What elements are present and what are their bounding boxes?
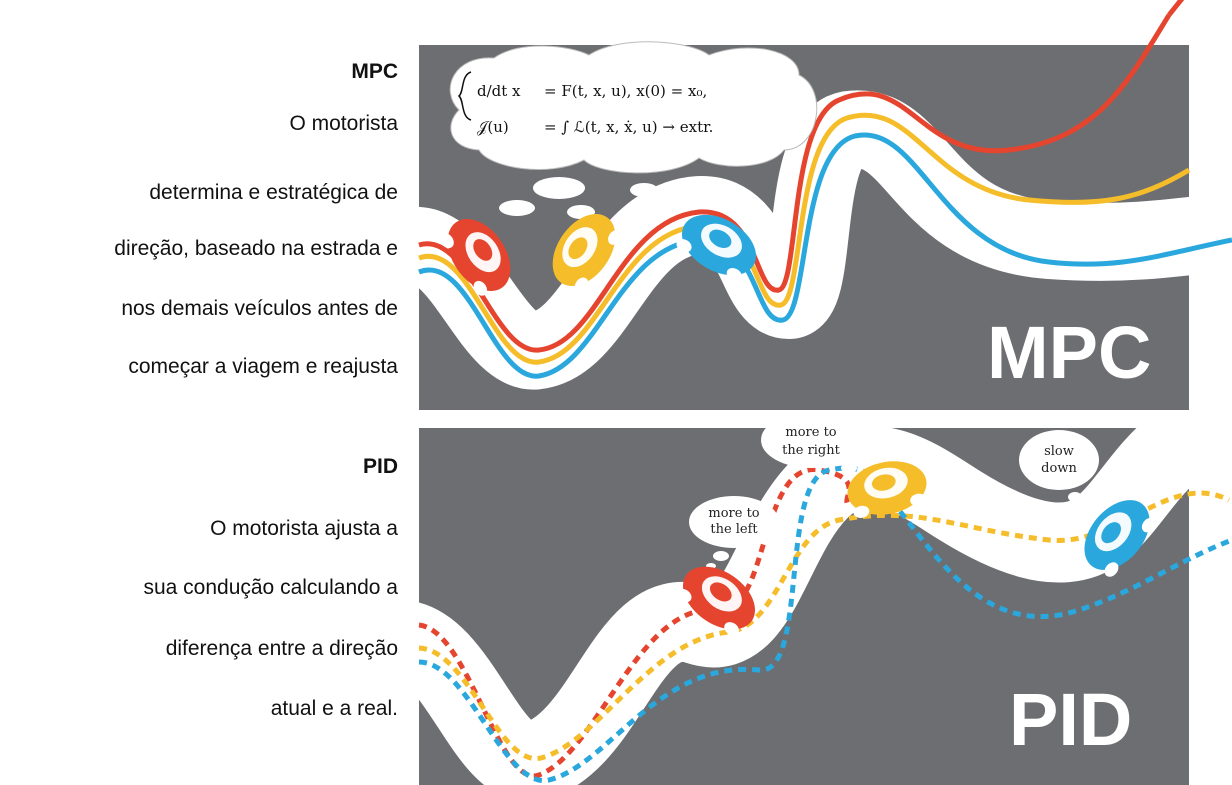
mpc-equation-line1-lhs: d/dt x — [477, 82, 521, 100]
mpc-heading: MPC — [351, 60, 398, 83]
explanation-column: MPC O motorista determina e estratégica … — [0, 0, 400, 785]
pid-text-line: atual e a real. — [270, 697, 398, 720]
mpc-panel-label: MPC — [987, 311, 1151, 394]
pid-text-line: sua condução calculando a — [143, 576, 398, 599]
bubble-slow-line1: slow — [1044, 444, 1074, 459]
mpc-text-line: determina e estratégica de — [149, 181, 398, 204]
mpc-panel: d/dt x = F(t, x, u), x(0) = x₀, 𝒥(u) = ∫… — [418, 0, 1232, 410]
mpc-red-trajectory — [418, 13, 1172, 353]
bubble-right-line1: more to — [785, 425, 836, 440]
mpc-equation-line2-rhs: = ∫ ℒ(t, x, ẋ, u) → extr. — [544, 118, 713, 136]
mpc-thought-bubble: d/dt x = F(t, x, u), x(0) = x₀, 𝒥(u) = ∫… — [449, 41, 818, 219]
mpc-equation-line2-lhs: 𝒥(u) — [477, 118, 509, 136]
mpc-pid-illustration: d/dt x = F(t, x, u), x(0) = x₀, 𝒥(u) = ∫… — [399, 0, 1232, 785]
bubble-slow-line2: down — [1041, 461, 1077, 476]
bubble-more-to-the-right: more to the right — [761, 412, 867, 478]
bubble-left-line2: the left — [710, 522, 758, 537]
pid-text-line: diferença entre a direção — [165, 637, 398, 660]
mpc-text-line: nos demais veículos antes de — [121, 297, 398, 320]
mpc-text-line: começar a viagem e reajusta — [128, 355, 398, 378]
pid-blue-trajectory — [418, 465, 1232, 783]
pid-text-line: O motorista ajusta a — [210, 517, 398, 540]
pid-heading: PID — [362, 455, 398, 478]
pid-panel: more to the left more to the right slow … — [418, 412, 1232, 785]
bubble-left-line1: more to — [708, 506, 759, 521]
mpc-text-line: direção, baseado na estrada e — [114, 237, 398, 260]
bubble-slow-down: slow down — [1019, 430, 1099, 509]
mpc-yellow-trajectory — [418, 112, 1191, 365]
pid-yellow-trajectory — [418, 490, 1231, 761]
mpc-text-line: O motorista — [289, 112, 398, 135]
pid-panel-label: PID — [1009, 678, 1132, 761]
bubble-more-to-the-left: more to the left — [689, 496, 779, 569]
mpc-blue-trajectory — [418, 132, 1232, 379]
bubble-right-line2: the right — [782, 443, 840, 458]
mpc-equation-line1-rhs: = F(t, x, u), x(0) = x₀, — [544, 82, 707, 100]
